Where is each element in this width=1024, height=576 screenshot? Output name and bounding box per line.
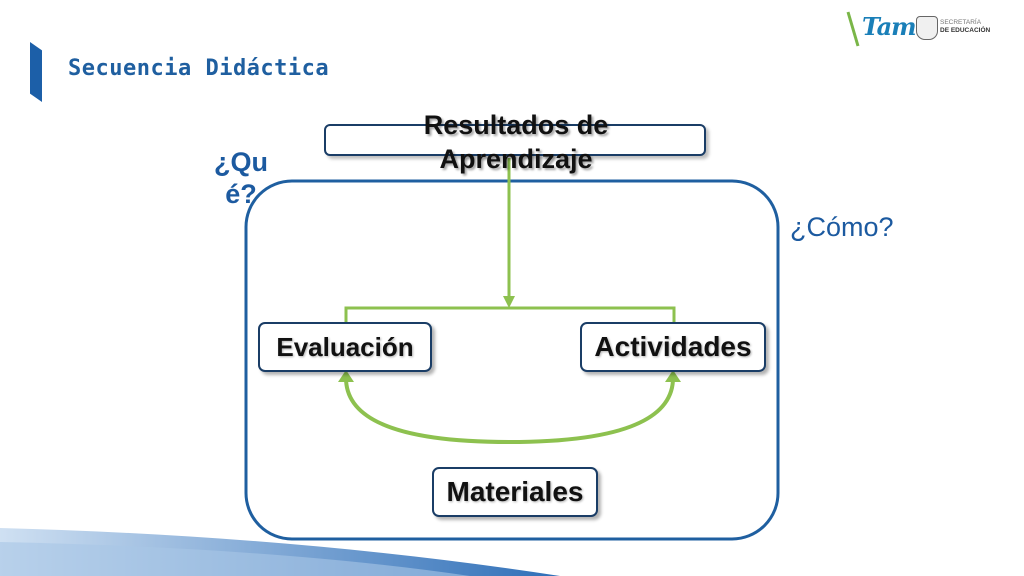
activities-node: Actividades (580, 322, 766, 372)
coat-of-arms-icon (916, 16, 938, 40)
tam-secretaria-logo: Tam SECRETARÍA DE EDUCACIÓN (846, 10, 992, 48)
left-arrowhead-icon (338, 370, 354, 382)
cycle-arrow (344, 377, 675, 445)
bottom-wave-highlight (0, 542, 470, 576)
down-arrowhead-icon (503, 296, 515, 308)
slide-title: Secuencia Didáctica (68, 56, 330, 81)
evaluation-node: Evaluación (258, 322, 432, 372)
logo-line-1: SECRETARÍA (940, 19, 982, 26)
learning-outcomes-box (324, 124, 706, 156)
process-frame (244, 179, 780, 541)
right-arrowhead-icon (665, 370, 681, 382)
learning-outcomes-label: Resultados de Aprendizaje (423, 110, 609, 174)
how-label: ¿Cómo? (790, 212, 894, 242)
materials-node: Materiales (432, 467, 598, 517)
branch-bracket (344, 306, 676, 322)
logo-slash-icon (846, 11, 860, 47)
what-label: ¿Qué? (214, 147, 268, 209)
logo-brand: Tam (862, 12, 917, 41)
logo-line-2: DE EDUCACIÓN (940, 27, 991, 34)
title-accent-bar (30, 42, 42, 102)
logo-text: SECRETARÍA DE EDUCACIÓN (940, 19, 990, 35)
